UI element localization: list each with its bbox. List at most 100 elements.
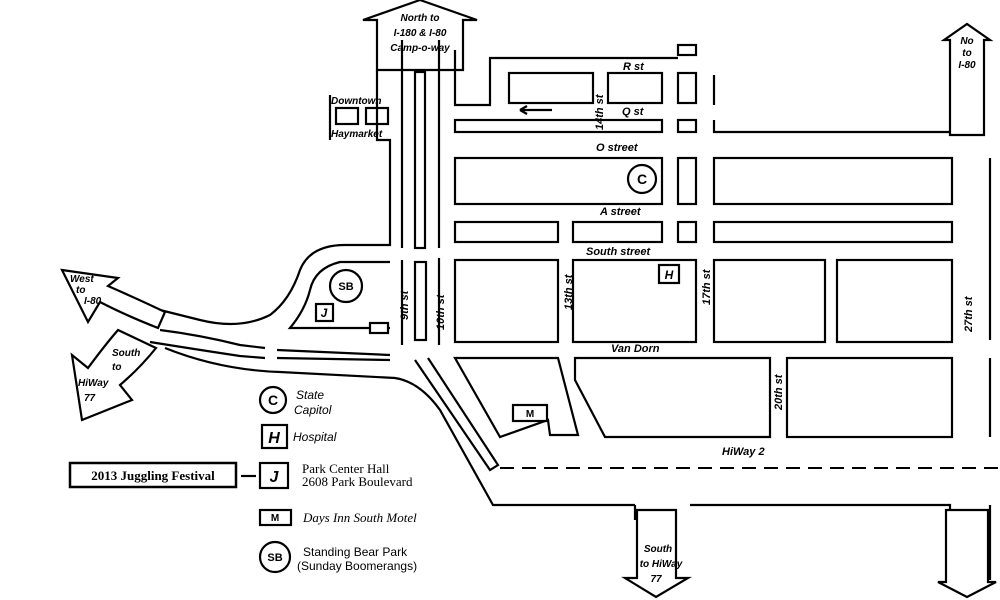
ninth-st-label: 9th st [399,289,411,320]
twentyseventh-st-label: 27th st [963,295,975,333]
hiway2-label: HiWay 2 [722,446,765,458]
legend-hospital-label: Hospital [293,430,337,444]
south-arrow-line3: 77 [650,574,662,585]
legend-park-line1: Standing Bear Park [303,545,408,559]
legend-hall-icon-label: J [270,469,280,486]
northeast-arrow-line3: I-80 [958,60,976,71]
downtown-block-1 [334,106,360,126]
highway-east-edge [414,357,500,472]
southwest-arrow-line2: to [112,362,121,373]
west-arrow-line2: to [76,285,85,296]
legend-park-icon-label: SB [267,552,282,564]
twentieth-st-label: 20th st [773,373,785,411]
motel-marker-label: M [526,409,534,420]
block-r-q-east [606,71,664,105]
block-a-west [453,220,560,244]
legend-capitol-line2: Capitol [294,403,332,417]
block-van-dorn-1 [453,356,580,439]
south-arrow-line1: South [644,544,672,555]
median-9th-10th [413,70,427,250]
south-arrow-line2: to HiWay [640,559,683,570]
legend-hall-icon [258,461,290,490]
block-top-small [676,43,698,57]
legend: C State Capitol H Hospital 2013 Juggling… [68,385,417,574]
thirteenth-st-label: 13th st [563,273,575,310]
highway-lane-3 [276,348,391,357]
legend-motel-icon [258,508,293,527]
legend-motel-icon-label: M [271,513,279,524]
block-south-1 [453,258,560,344]
legend-motel-label: Days Inn South Motel [302,510,417,525]
block-van-dorn-2 [573,356,772,439]
park-marker [328,268,364,304]
highway-south-edge [164,346,635,507]
block-van-dorn-3 [785,356,954,439]
legend-hospital-icon-label: H [268,430,280,447]
north-arrow-line2: I-180 & I-80 [394,28,447,39]
festival-box [68,461,238,489]
legend-capitol-icon-label: C [268,392,278,408]
o-street-label: O street [596,142,639,154]
block-a-east [712,220,954,244]
north-arrow [362,0,478,72]
highway-lane-1 [159,328,266,350]
motel-marker [511,403,549,423]
northeast-arrow [940,22,994,137]
hall-marker-label: J [321,306,328,320]
q-street-label: Q st [622,106,645,118]
haymarket-label: Haymarket [331,129,383,140]
legend-park-line2: (Sunday Boomerangs) [297,559,417,573]
southeast-arrow [937,508,997,599]
hospital-marker [657,263,681,285]
northeast-arrow-line2: to [962,48,971,59]
hall-marker [314,302,335,323]
block-r-q-west [507,71,595,105]
legend-hall-line1: Park Center Hall [302,461,390,476]
south-road-east [690,503,952,580]
block-r-q-small [676,71,698,105]
arrow-q-street [519,105,552,115]
legend-capitol-icon [258,385,288,415]
legend-hospital-icon [260,423,289,450]
south-arrow [621,508,693,599]
west-arrow [60,268,167,330]
downtown-label: Downtown [331,96,382,107]
capitol-marker [626,163,658,195]
block-o-small [676,156,698,206]
block-a-mid [571,220,664,244]
southwest-arrow [70,328,158,422]
legend-capitol-line1: State [296,388,324,402]
southwest-arrow-line1: South [112,348,140,359]
block-south-4 [835,258,954,344]
legend-park-icon [258,540,292,574]
a-street-label: A street [599,206,642,218]
north-arrow-line3: Camp-o-way [390,43,450,54]
fourteenth-st-label: 14th st [594,93,606,130]
northeast-arrow-line1: No [960,36,973,47]
median-9th-10th-lower [413,260,428,342]
r-street-edge [453,50,678,107]
hospital-marker-label: H [665,268,674,282]
block-q-o-small [676,118,698,134]
van-dorn-label: Van Dorn [611,343,660,355]
ninth-st-west-edge [159,70,392,326]
seventeenth-st-label: 17th st [701,268,713,305]
park-small-block [368,321,390,335]
park-marker-label: SB [338,281,353,293]
tenth-st-label: 10th st [435,293,447,330]
east-q-edge [712,120,950,134]
highway-lane-4 [276,356,391,362]
north-arrow-line1: North to [401,13,440,24]
south-street-label: South street [586,246,652,258]
southwest-arrow-line4: 77 [84,393,96,404]
block-o-east [712,156,954,206]
block-a-small [676,220,698,244]
highway-lane-2 [149,340,266,360]
park-loop [287,260,390,330]
west-arrow-line1: West [70,274,94,285]
block-q-o-west [453,118,664,134]
r-street-label: R st [623,61,645,73]
southwest-arrow-line3: HiWay [78,378,109,389]
west-arrow-line3: I-80 [84,296,102,307]
